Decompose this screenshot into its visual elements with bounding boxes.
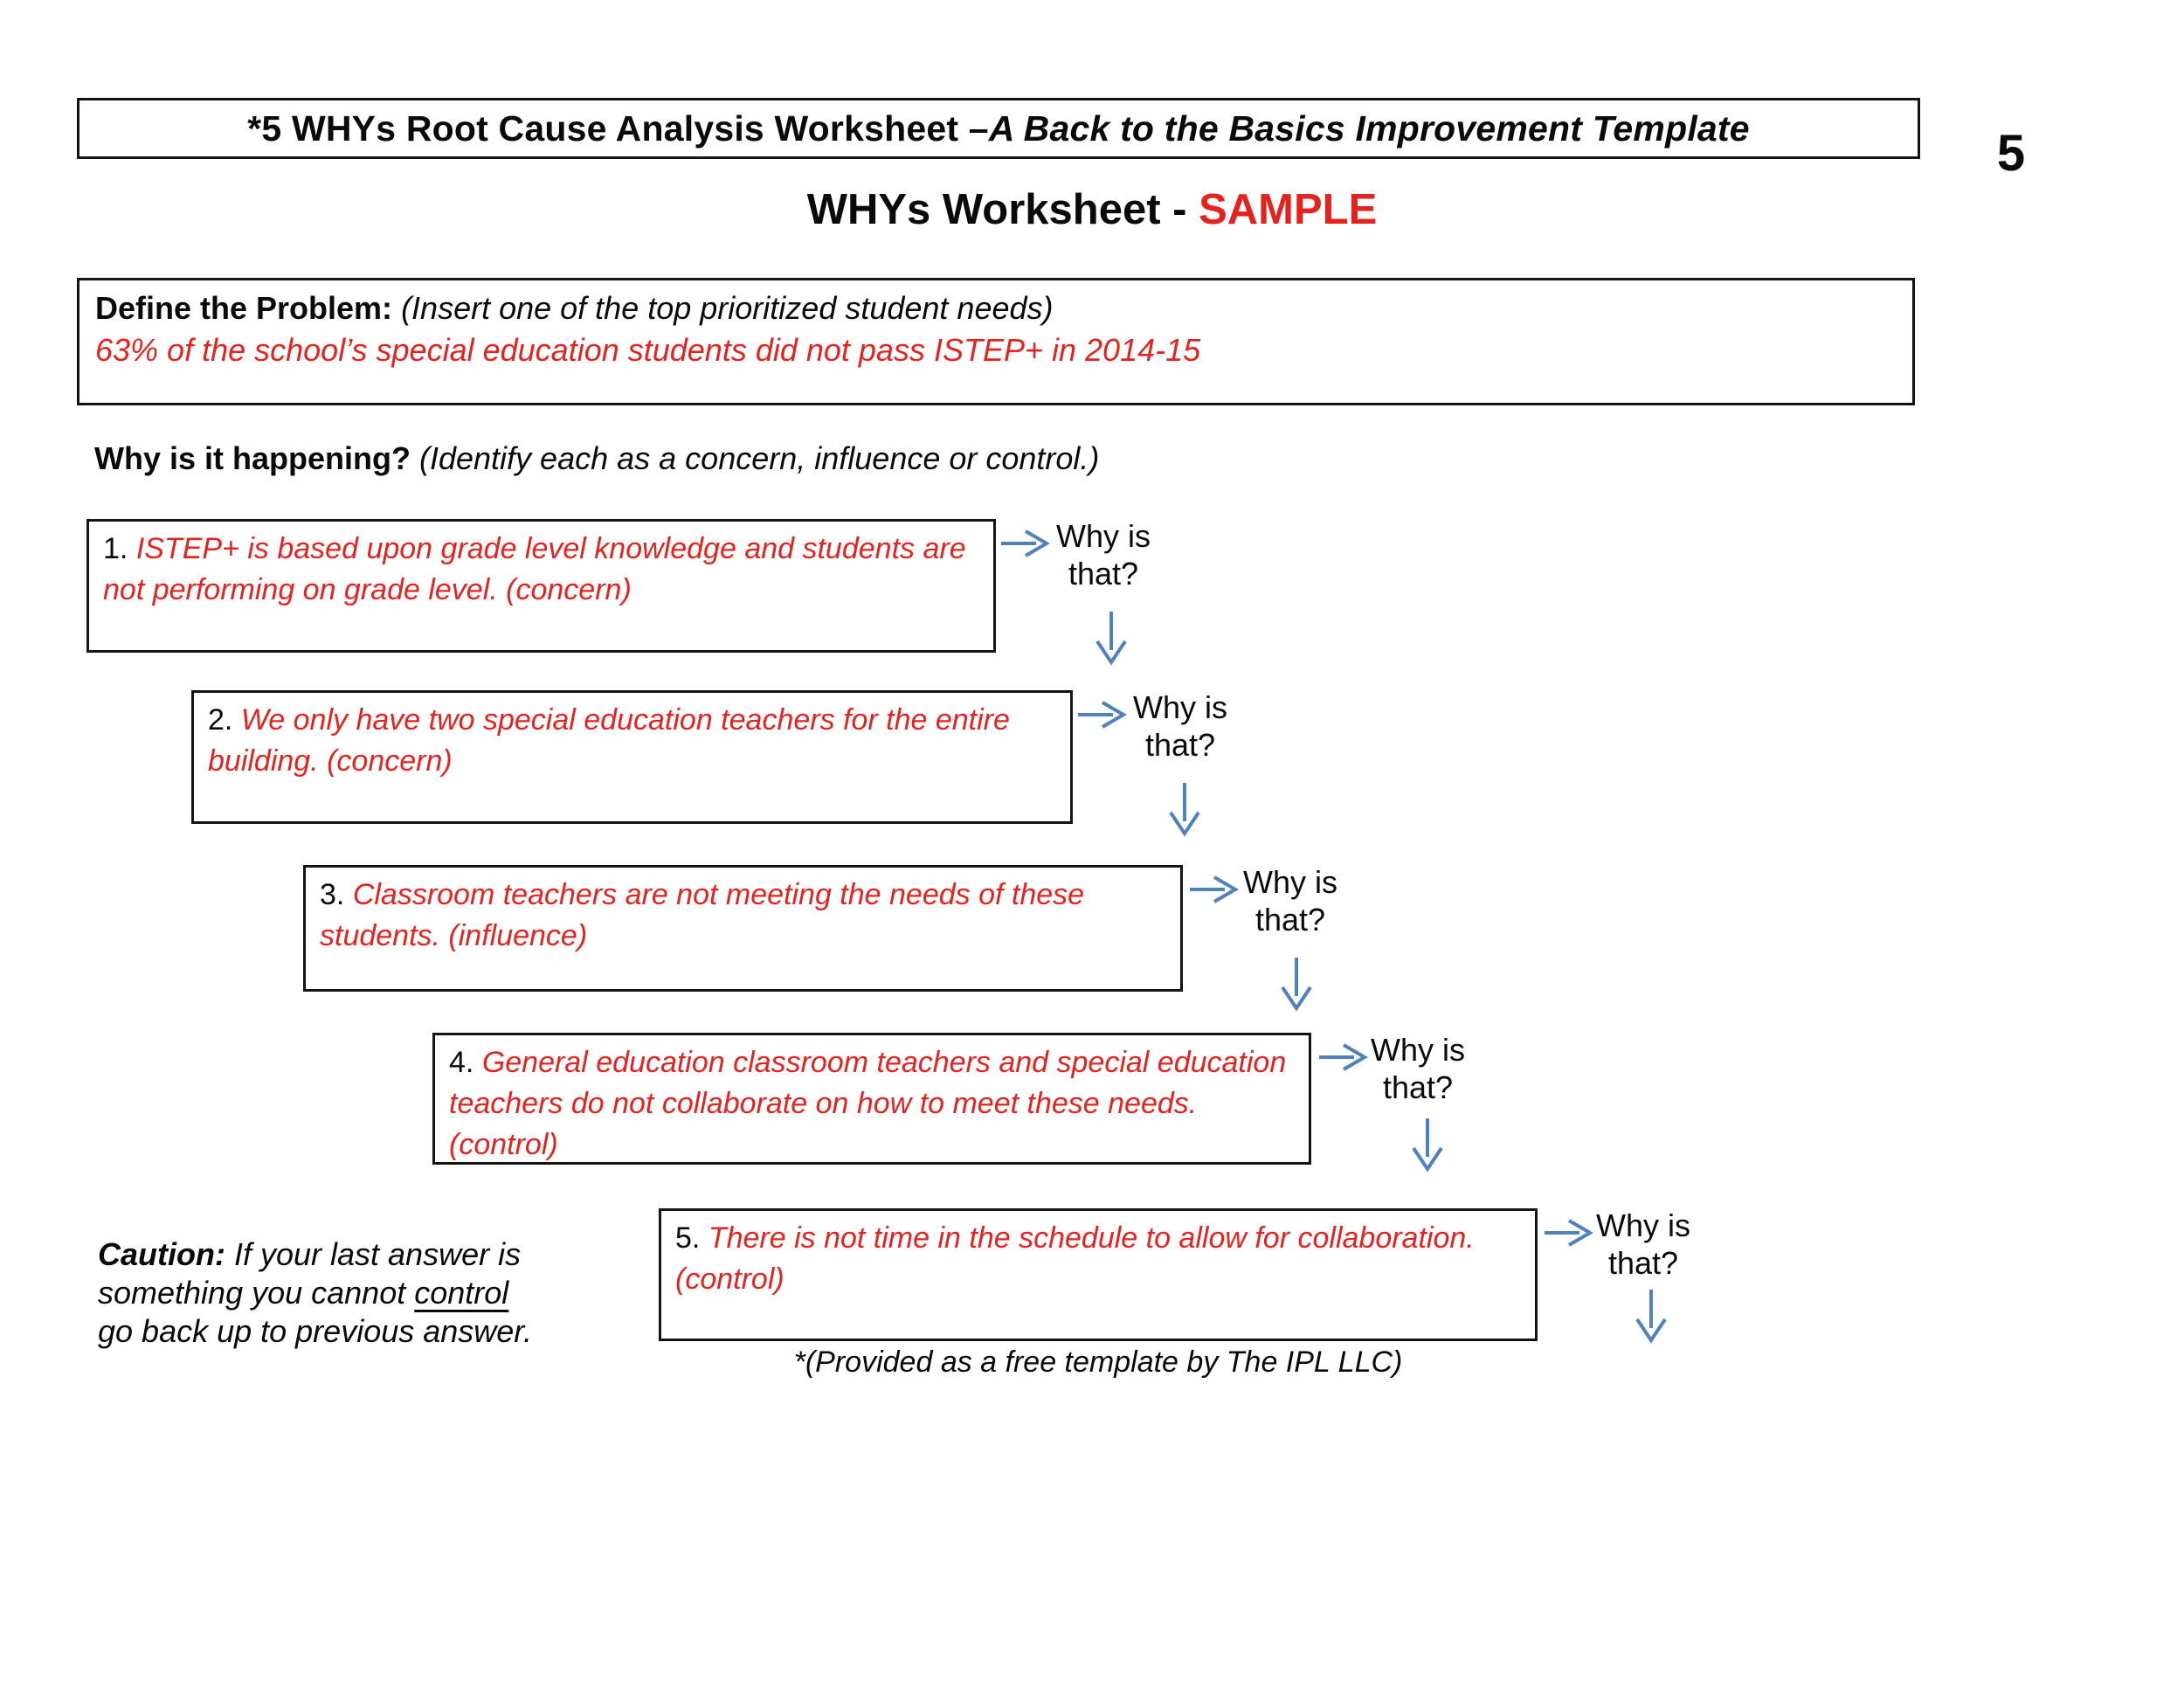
- worksheet-title-main: *5 WHYs Root Cause Analysis Worksheet –: [247, 107, 989, 149]
- why-2-text: We only have two special education teach…: [208, 703, 1010, 778]
- why-2-number: 2.: [208, 703, 241, 737]
- why-prompt-5-line1: Why is: [1596, 1207, 1690, 1243]
- caution-line-1: Caution: If your last answer is: [98, 1235, 587, 1274]
- right-arrow-icon: [1319, 1043, 1368, 1071]
- define-problem-line: Define the Problem: (Insert one of the t…: [95, 287, 1897, 329]
- why-question-hint: (Identify each as a concern, influence o…: [411, 440, 1100, 476]
- why-prompt-5-line2: that?: [1607, 1245, 1679, 1281]
- why-prompt-3-line2: that?: [1254, 902, 1326, 937]
- down-arrow-icon: [1412, 1118, 1443, 1173]
- caution-line-3: go back up to previous answer.: [98, 1313, 532, 1349]
- why-3-text: Classroom teachers are not meeting the n…: [320, 878, 1085, 952]
- why-question-label: Why is it happening?: [94, 440, 411, 476]
- down-arrow-icon: [1095, 612, 1127, 666]
- caution-line2-pre: something you cannot: [98, 1275, 415, 1311]
- right-arrow-icon: [1545, 1219, 1593, 1247]
- why-prompt-4-line1: Why is: [1371, 1032, 1465, 1068]
- why-box-5: 5. There is not time in the schedule to …: [659, 1208, 1538, 1341]
- page-heading: WHYs Worksheet - SAMPLE: [0, 185, 2184, 234]
- why-prompt-4-line2: that?: [1382, 1069, 1454, 1105]
- define-problem-box: Define the Problem: (Insert one of the t…: [77, 278, 1915, 405]
- caution-label: Caution:: [98, 1236, 225, 1272]
- why-prompt-1: Why is that?: [1038, 517, 1169, 592]
- worksheet-title-subtitle: A Back to the Basics Improvement Templat…: [988, 107, 1750, 149]
- why-1-number: 1.: [103, 532, 136, 565]
- why-prompt-2-line1: Why is: [1133, 689, 1227, 725]
- down-arrow-icon: [1635, 1290, 1667, 1344]
- why-box-3: 3. Classroom teachers are not meeting th…: [303, 865, 1183, 992]
- why-prompt-5: Why is that?: [1578, 1207, 1709, 1282]
- right-arrow-icon: [1190, 875, 1239, 903]
- why-4-text: General education classroom teachers and…: [449, 1046, 1287, 1161]
- why-prompt-1-line1: Why is: [1056, 518, 1151, 554]
- why-5-text: There is not time in the schedule to all…: [675, 1221, 1475, 1296]
- footer-credit: *(Provided as a free template by The IPL…: [793, 1346, 1403, 1379]
- why-4-number: 4.: [449, 1046, 482, 1079]
- why-prompt-1-line2: that?: [1068, 556, 1139, 591]
- why-1-text: ISTEP+ is based upon grade level knowled…: [103, 532, 966, 606]
- caution-underlined-word: control: [414, 1275, 509, 1311]
- why-prompt-3-line1: Why is: [1243, 864, 1337, 900]
- caution-line-2: something you cannot control: [98, 1274, 587, 1312]
- page-number: 5: [1996, 125, 2026, 182]
- worksheet-title-bar: *5 WHYs Root Cause Analysis Worksheet – …: [77, 98, 1920, 159]
- why-prompt-2: Why is that?: [1115, 688, 1246, 764]
- why-3-number: 3.: [320, 878, 353, 911]
- define-problem-hint: (Insert one of the top prioritized stude…: [392, 290, 1054, 326]
- define-problem-label: Define the Problem:: [95, 290, 393, 326]
- right-arrow-icon: [1001, 529, 1050, 557]
- down-arrow-icon: [1281, 958, 1312, 1012]
- caution-note: Caution: If your last answer is somethin…: [98, 1235, 587, 1351]
- down-arrow-icon: [1169, 783, 1200, 837]
- heading-sample-label: SAMPLE: [1199, 186, 1378, 233]
- why-prompt-4: Why is that?: [1352, 1031, 1483, 1106]
- why-box-1: 1. ISTEP+ is based upon grade level know…: [86, 519, 996, 653]
- why-5-number: 5.: [675, 1221, 708, 1255]
- caution-line1-rest: If your last answer is: [225, 1236, 522, 1272]
- why-prompt-3: Why is that?: [1225, 863, 1356, 938]
- why-box-4: 4. General education classroom teachers …: [432, 1033, 1311, 1165]
- heading-text: WHYs Worksheet -: [806, 186, 1199, 233]
- problem-statement: 63% of the school’s special education st…: [95, 332, 1201, 368]
- why-prompt-2-line2: that?: [1144, 727, 1216, 763]
- right-arrow-icon: [1078, 701, 1127, 729]
- why-box-2: 2. We only have two special education te…: [191, 690, 1073, 824]
- why-question-line: Why is it happening? (Identify each as a…: [94, 440, 2104, 477]
